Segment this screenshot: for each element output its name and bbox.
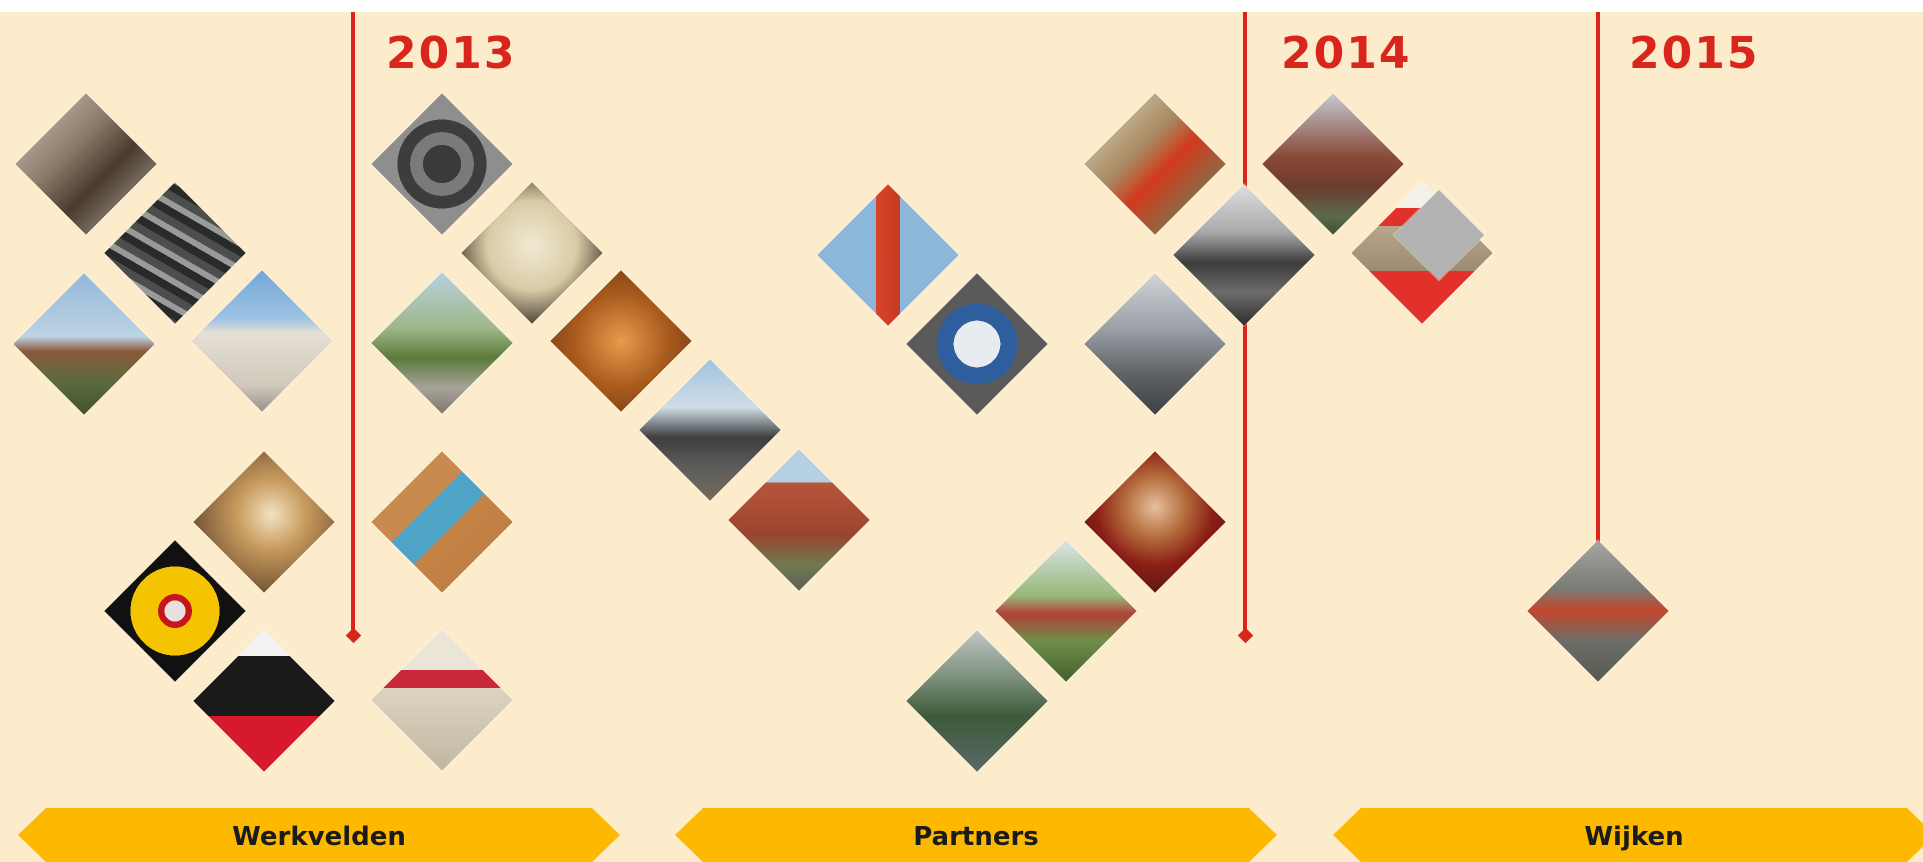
tile-industrial-chimneys-photo[interactable] — [639, 359, 781, 501]
top-strip — [0, 0, 1923, 12]
tile-interior-photo[interactable] — [15, 93, 157, 235]
tile-artist-painting-photo[interactable] — [1084, 93, 1226, 235]
year-line-2015 — [1596, 12, 1600, 544]
tile-pope-portrait-photo[interactable] — [1084, 451, 1226, 593]
year-line-2013 — [351, 12, 355, 634]
werkvelden-label: Werkvelden — [232, 822, 406, 852]
tile-painting-city-photo[interactable] — [193, 451, 335, 593]
partners-label: Partners — [913, 822, 1039, 852]
year-label-2014: 2014 — [1281, 28, 1412, 79]
tile-stadhuis-photo[interactable] — [191, 270, 333, 412]
werkvelden-button[interactable]: Werkvelden — [18, 808, 620, 862]
tile-workers-street-photo[interactable] — [1527, 540, 1669, 682]
year-label-2015: 2015 — [1629, 28, 1760, 79]
wijken-button[interactable]: Wijken — [1333, 808, 1923, 862]
tile-shield-emblem-photo[interactable] — [906, 273, 1048, 415]
tile-water-tower-photo[interactable] — [13, 273, 155, 415]
tile-utrecht-sun-logo[interactable] — [104, 540, 246, 682]
wijken-label: Wijken — [1584, 822, 1684, 852]
partners-button[interactable]: Partners — [675, 808, 1277, 862]
tile-info-board-photo[interactable] — [995, 540, 1137, 682]
tile-pond-garden-photo[interactable] — [906, 630, 1048, 772]
tile-tree-lane-photo[interactable] — [371, 272, 513, 414]
year-label-2013: 2013 — [386, 28, 517, 79]
tile-church-street-photo[interactable] — [1262, 93, 1404, 235]
tile-aerial-factory-photo[interactable] — [104, 182, 246, 324]
tile-carved-wood-photo[interactable] — [550, 270, 692, 412]
tile-old-map-photo[interactable] — [371, 451, 513, 593]
tile-statue-head-photo[interactable] — [461, 182, 603, 324]
tile-brick-houses-photo[interactable] — [728, 449, 870, 591]
tile-ortic-poster[interactable] — [371, 629, 513, 771]
year-line-end-2014 — [1237, 627, 1254, 644]
tile-spiral-stone-photo[interactable] — [371, 93, 513, 235]
tile-grey-tower-photo[interactable] — [1084, 273, 1226, 415]
tile-domtoren-photo[interactable] — [817, 184, 959, 326]
year-line-end-2013 — [345, 627, 362, 644]
tile-flood-photo[interactable] — [1173, 184, 1315, 326]
tile-werken-kunst-poster[interactable] — [193, 630, 335, 772]
